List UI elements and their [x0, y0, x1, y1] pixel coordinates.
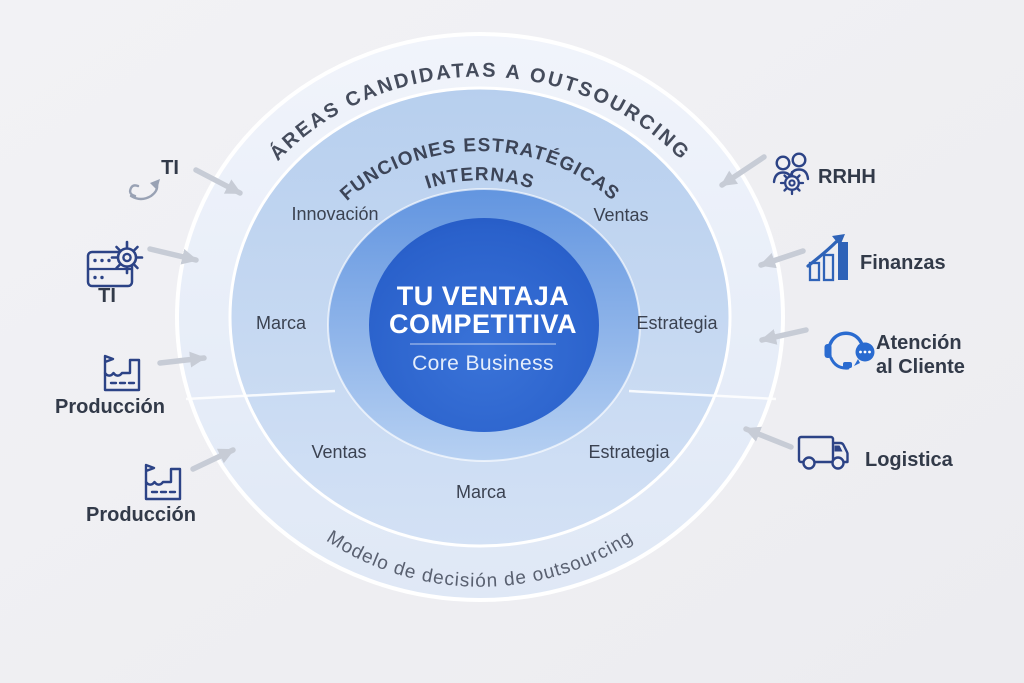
speech-bubble-tail	[854, 359, 860, 366]
item-label-rrhh: RRHH	[818, 166, 876, 188]
headset-earpad-left	[824, 344, 832, 358]
label-marca-left: Marca	[256, 313, 307, 333]
right-item-logistica: Logistica	[797, 435, 954, 471]
item-label-ti-top: TI	[161, 157, 179, 179]
server-dots	[93, 258, 111, 280]
factory-flag	[144, 463, 156, 484]
arrow-logistica	[743, 426, 794, 450]
headset-mic	[843, 362, 852, 368]
item-label-logistica: Logistica	[865, 449, 954, 471]
truck-body	[797, 435, 835, 464]
arrow-produccion-2	[190, 447, 236, 472]
arrow-finanzas	[758, 248, 806, 269]
speech-bubble-dots	[859, 350, 871, 354]
gear-teeth	[110, 240, 144, 275]
arrow-ti-top	[193, 167, 243, 196]
factory-flag	[103, 354, 115, 375]
core-title-line2: COMPETITIVA	[389, 309, 577, 339]
bar-1	[808, 261, 821, 282]
arrow-rrhh	[719, 154, 767, 188]
gear-ring	[784, 175, 800, 191]
core-circle	[369, 218, 599, 432]
label-estrategia-right: Estrategia	[636, 313, 718, 333]
right-item-atencion: Atención al Cliente	[824, 331, 965, 378]
gear-hub	[122, 252, 132, 263]
curved-arrow-icon	[128, 179, 160, 201]
concentric-rings	[175, 32, 785, 602]
people-gear-icon	[772, 152, 810, 196]
core-subtitle: Core Business	[412, 352, 554, 375]
core-title-line1: TU VENTAJA	[397, 281, 570, 311]
inner-ring-labels: Innovación Ventas Marca Estrategia Venta…	[256, 204, 719, 502]
right-item-rrhh: RRHH	[772, 152, 876, 196]
truck-icon	[797, 435, 849, 470]
factory-body	[144, 467, 182, 501]
gear	[779, 170, 805, 196]
server-gear-icon	[86, 240, 144, 288]
factory-icon	[103, 354, 141, 392]
left-item-ti-top: TI	[128, 157, 179, 201]
gear-ring	[116, 247, 138, 268]
truck-wheel-rear	[802, 456, 816, 470]
gear-hub	[788, 179, 796, 187]
left-item-ti-server: TI	[86, 240, 144, 307]
truck-cab	[833, 441, 849, 464]
headset-icon	[824, 331, 875, 370]
truck-wheel-front	[831, 456, 845, 470]
headset-mic-boom	[829, 356, 850, 370]
truck-window	[834, 445, 843, 452]
factory-body	[103, 358, 141, 392]
curved-arrow-head	[150, 179, 160, 190]
arrow-produccion-1	[157, 351, 207, 368]
label-marca-bottom: Marca	[456, 482, 507, 502]
right-item-finanzas: Finanzas	[806, 234, 946, 282]
label-innovacion: Innovación	[291, 204, 378, 224]
bar-2	[822, 253, 835, 282]
item-label-ti-server: TI	[98, 285, 116, 307]
item-label-produccion-2: Producción	[86, 504, 196, 526]
gear	[110, 240, 144, 275]
bar-3	[838, 242, 848, 280]
factory-icon	[144, 463, 182, 501]
label-ventas-bottom: Ventas	[311, 442, 366, 462]
growth-arrow-body	[806, 240, 838, 268]
ring-divider-right	[628, 389, 777, 401]
item-label-finanzas: Finanzas	[860, 252, 946, 274]
item-label-atencion-line1: Atención	[876, 332, 962, 354]
curved-arrow-loop	[128, 184, 140, 198]
connector-arrows	[147, 154, 809, 472]
growth-arrow-head	[832, 234, 845, 246]
label-estrategia-bottom: Estrategia	[588, 442, 670, 462]
left-item-produccion-2: Producción	[86, 463, 196, 526]
core-content: TU VENTAJA COMPETITIVA Core Business	[389, 281, 577, 375]
item-label-atencion-line2: al Cliente	[876, 356, 965, 378]
arrow-ti-server	[147, 246, 199, 265]
label-ventas-top: Ventas	[593, 205, 648, 225]
ring-divider-left	[185, 389, 336, 401]
growth-chart-icon	[806, 234, 848, 282]
item-label-produccion-1: Producción	[55, 396, 165, 418]
left-item-produccion-1: Producción	[55, 354, 165, 418]
arrow-atencion	[759, 327, 809, 345]
